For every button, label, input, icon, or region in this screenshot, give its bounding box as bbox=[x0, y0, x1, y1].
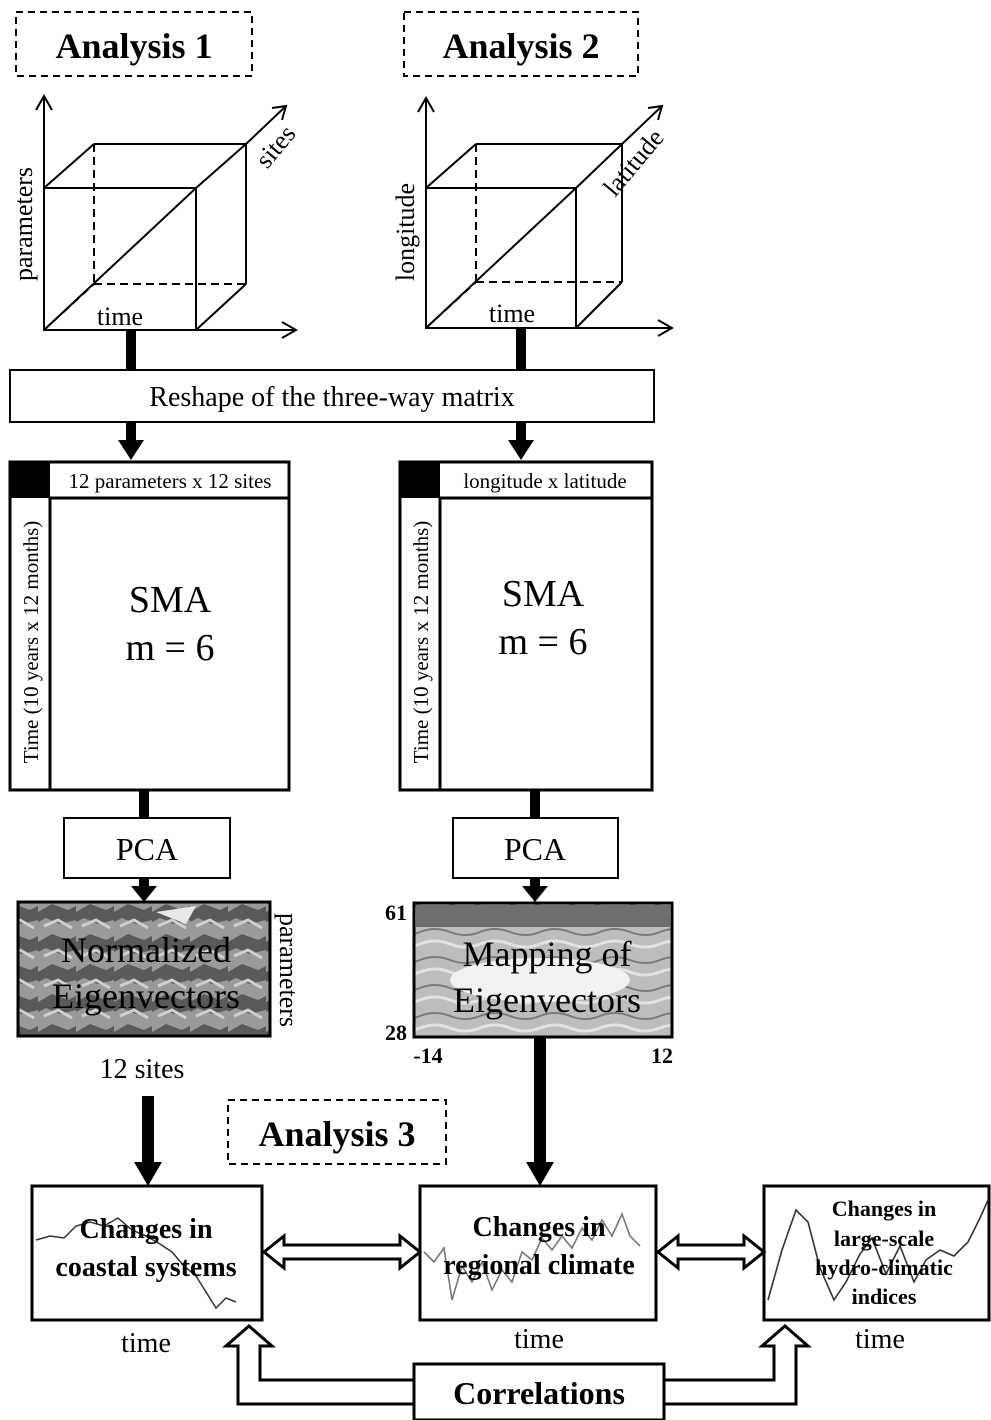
pca-left-box bbox=[63, 817, 231, 879]
arrow-reshape-matrix-left bbox=[118, 422, 144, 460]
analysis-1-axis-vertical-label: parameters bbox=[9, 167, 38, 281]
changes-regional-line2: regional climate bbox=[443, 1250, 635, 1281]
correlations-step: Correlations bbox=[412, 1362, 666, 1420]
double-arrow-regional-largescale bbox=[655, 1232, 767, 1272]
changes-largescale-box bbox=[762, 1184, 991, 1322]
analysis-3-title-box bbox=[227, 1099, 447, 1165]
changes-largescale-line4: indices bbox=[852, 1284, 917, 1309]
arrow-eigen-right-regional bbox=[526, 1037, 554, 1186]
analysis-1-panel: Analysis 1 parameters sites time bbox=[9, 11, 302, 339]
matrix-right-side-label: Time (10 years x 12 months) bbox=[409, 521, 433, 763]
matrix-left-frame bbox=[8, 460, 291, 792]
arrow-eigen-left-coastal bbox=[134, 1096, 162, 1186]
eigen-left-line1: Normalized bbox=[61, 930, 231, 970]
pca-left: PCA bbox=[63, 817, 231, 879]
changes-coastal-box bbox=[30, 1184, 264, 1322]
reshape-box bbox=[9, 369, 655, 423]
pca-right-label: PCA bbox=[504, 831, 566, 867]
eigen-right-lat-bottom: 28 bbox=[385, 1020, 407, 1045]
connector-matrix-right-pca bbox=[530, 790, 540, 818]
changes-coastal-axis: time bbox=[121, 1328, 171, 1359]
analysis-1-axes bbox=[35, 93, 299, 339]
changes-coastal-series bbox=[35, 1217, 237, 1310]
changes-coastal-line1: Changes in bbox=[79, 1214, 212, 1245]
correlations-label: Correlations bbox=[453, 1375, 625, 1411]
correlations-box bbox=[412, 1362, 666, 1420]
connector-matrix-left-pca bbox=[139, 790, 149, 818]
eigen-left-plot bbox=[16, 900, 272, 1038]
changes-largescale-line3: hydro-climatic bbox=[815, 1255, 953, 1280]
changes-regional-box bbox=[418, 1184, 658, 1322]
changes-largescale-line2: large-scale bbox=[834, 1226, 934, 1251]
changes-largescale-series bbox=[767, 1199, 989, 1302]
changes-coastal: Changes in coastal systems time bbox=[30, 1184, 264, 1359]
analysis-2-title-box bbox=[403, 11, 639, 77]
matrix-left-header: 12 parameters x 12 sites bbox=[69, 469, 272, 493]
eigen-right-map-light-area bbox=[450, 958, 630, 1002]
changes-regional-series bbox=[423, 1211, 641, 1301]
analysis-2-axis-horizontal-label: time bbox=[489, 299, 535, 328]
analysis-1-title-box bbox=[15, 11, 253, 77]
matrix-right-corner bbox=[400, 462, 440, 498]
pca-right: PCA bbox=[452, 817, 619, 879]
analysis-2-axes bbox=[417, 95, 675, 337]
changes-regional-axis: time bbox=[514, 1324, 564, 1355]
changes-largescale-axis: time bbox=[855, 1324, 905, 1355]
matrix-right: longitude x latitude Time (10 years x 12… bbox=[398, 460, 654, 792]
matrix-right-window: m = 6 bbox=[499, 621, 588, 663]
changes-largescale: Changes in large-scale hydro-climatic in… bbox=[762, 1184, 991, 1355]
pca-left-label: PCA bbox=[116, 831, 178, 867]
eigen-right-lon-right: 12 bbox=[651, 1043, 673, 1068]
eigen-left-highlight bbox=[156, 906, 196, 924]
analysis-1-axis-depth-label: sites bbox=[250, 120, 302, 174]
matrix-left-side-label: Time (10 years x 12 months) bbox=[19, 521, 43, 763]
eigen-left-line2: Eigenvectors bbox=[52, 976, 240, 1016]
matrix-left-corner bbox=[10, 462, 50, 498]
arrow-pca-eigen-right bbox=[522, 878, 548, 902]
connector-cube2-reshape bbox=[516, 328, 526, 370]
eigen-right-lon-left: -14 bbox=[413, 1043, 442, 1068]
analysis-1-axis-horizontal-label: time bbox=[97, 302, 143, 331]
double-arrow-coastal-regional bbox=[261, 1232, 423, 1272]
analysis-3-title: Analysis 3 bbox=[258, 1114, 415, 1154]
arrow-pca-eigen-left bbox=[131, 878, 157, 902]
matrix-left: 12 parameters x 12 sites Time (10 years … bbox=[8, 460, 291, 792]
eigen-left: Normalized Eigenvectors parameters 12 si… bbox=[16, 900, 303, 1085]
changes-coastal-line2: coastal systems bbox=[55, 1252, 236, 1283]
analysis-2-title: Analysis 2 bbox=[442, 26, 599, 66]
matrix-left-method: SMA bbox=[129, 579, 212, 621]
reshape-label: Reshape of the three-way matrix bbox=[149, 382, 514, 413]
matrix-right-method: SMA bbox=[502, 573, 585, 615]
analysis-2-axis-vertical-label: longitude bbox=[391, 183, 420, 281]
reshape-step: Reshape of the three-way matrix bbox=[9, 369, 655, 423]
changes-regional-line1: Changes in bbox=[472, 1212, 605, 1243]
changes-regional: Changes in regional climate time bbox=[418, 1184, 658, 1355]
eigen-right: Mapping of Eigenvectors 61 28 -14 12 bbox=[385, 900, 674, 1068]
matrix-left-window: m = 6 bbox=[126, 627, 215, 669]
analysis-2-axis-depth-label: latitude bbox=[597, 123, 669, 201]
eigen-left-right-label: parameters bbox=[274, 913, 303, 1027]
analysis-1-title: Analysis 1 bbox=[55, 26, 212, 66]
analysis-1-cube bbox=[43, 143, 247, 331]
connector-cube1-reshape bbox=[126, 330, 136, 370]
eigen-right-map-top-band bbox=[416, 905, 670, 927]
correlation-arrow-right bbox=[662, 1324, 813, 1406]
correlation-arrow-left bbox=[221, 1324, 416, 1406]
matrix-right-header: longitude x latitude bbox=[463, 469, 626, 493]
eigen-right-lat-top: 61 bbox=[385, 900, 407, 925]
arrow-reshape-matrix-right bbox=[508, 422, 534, 460]
matrix-right-frame bbox=[398, 460, 654, 792]
eigen-right-line2: Eigenvectors bbox=[453, 980, 641, 1020]
eigen-left-bottom-label: 12 sites bbox=[100, 1054, 185, 1085]
analysis-3-panel: Analysis 3 bbox=[227, 1099, 447, 1165]
changes-largescale-line1: Changes in bbox=[832, 1196, 937, 1221]
eigen-right-line1: Mapping of bbox=[463, 934, 632, 974]
analysis-2-panel: Analysis 2 longitude latitude time bbox=[391, 11, 675, 337]
pca-right-box bbox=[452, 817, 619, 879]
